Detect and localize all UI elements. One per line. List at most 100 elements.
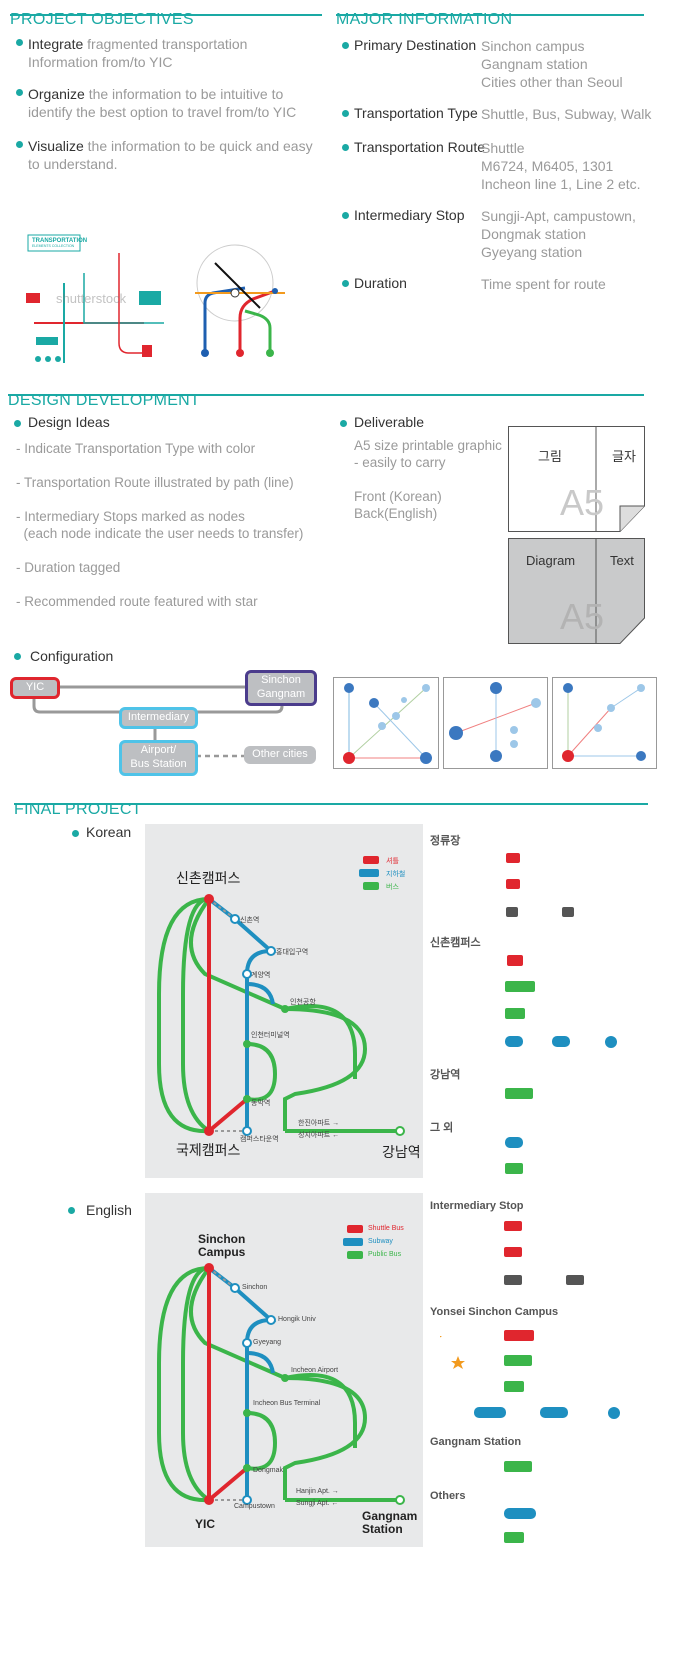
sketch-1 — [333, 677, 439, 769]
section-title-final: FINAL PROJECT — [14, 801, 142, 818]
section-rule — [14, 803, 648, 805]
station-bottom: YIC — [195, 1517, 216, 1531]
design-idea-item: - Indicate Transportation Type with colo… — [16, 441, 256, 456]
configuration-connectors — [32, 685, 284, 758]
route-heading: Yonsei Sinchon Campus — [430, 1306, 559, 1318]
station-label: Sinchon — [242, 1284, 268, 1291]
a5-card-front: 그림 글자 A5 — [508, 426, 645, 532]
card-size: A5 — [560, 482, 605, 523]
section-rule — [8, 394, 644, 396]
design-idea-item: (each node indicate the user needs to tr… — [16, 526, 304, 541]
station-bottom: 국제캠퍼스 — [176, 1142, 241, 1158]
deliverable-line: A5 size printable graphic — [354, 438, 502, 453]
station-label: 인천공항 — [290, 999, 316, 1006]
route-heading: 그 외 — [430, 1122, 454, 1134]
card-label: Diagram — [526, 553, 576, 568]
deliverable-line: Back(English) — [354, 506, 438, 521]
route-heading: Intermediary Stop — [430, 1200, 524, 1212]
final-korean-title: Korean — [86, 824, 132, 840]
objective-item: Organize the information to be intuitive… — [28, 86, 297, 120]
station-label: Incheon Bus Terminal — [253, 1400, 321, 1407]
major-label: Intermediary Stop — [354, 207, 465, 223]
station-label: Campustown — [234, 1503, 275, 1510]
major-value: Time spent for route — [481, 276, 606, 292]
bullet — [72, 830, 79, 837]
section-title-design: DESIGN DEVELOPMENT — [8, 392, 201, 409]
deliverable-title: Deliverable — [354, 414, 425, 430]
reference-image-subway-map — [185, 233, 295, 368]
station-label: 동막역 — [251, 1100, 271, 1107]
design-idea-item: - Intermediary Stops marked as nodes — [16, 509, 245, 524]
station-top: 신촌캠퍼스 — [176, 870, 241, 886]
station-label: 신촌역 — [240, 917, 260, 924]
legend-shuttle: Shuttle Bus — [368, 1225, 404, 1232]
major-value: Shuttle, Bus, Subway, Walk — [481, 106, 652, 122]
bullet — [342, 42, 349, 49]
route-list-korean — [505, 853, 617, 1174]
deliverable-line: Front (Korean) — [354, 489, 442, 504]
design-idea-item: - Transportation Route illustrated by pa… — [16, 475, 294, 490]
sketch-2 — [443, 677, 548, 769]
station-label: 인천터미널역 — [251, 1032, 290, 1039]
station-label: Sungji Apt. ← — [296, 1500, 339, 1507]
objective-item: Visualize the information to be quick an… — [28, 138, 313, 172]
bullet — [342, 212, 349, 219]
bullet — [14, 420, 21, 427]
legend-subway: Subway — [368, 1238, 393, 1245]
final-english-title: English — [86, 1202, 132, 1218]
major-label: Transportation Route — [354, 139, 485, 155]
station-label: Incheon Airport — [291, 1367, 339, 1374]
design-idea-item: - Duration tagged — [16, 560, 121, 575]
bullet — [342, 280, 349, 287]
config-node-sinchon: Sinchon Gangnam — [245, 670, 317, 706]
route-map-korean — [157, 856, 405, 1136]
station-label: 계양역 — [251, 972, 271, 979]
route-map-english — [157, 1225, 405, 1505]
card-label: 글자 — [612, 449, 636, 464]
route-heading: Gangnam Station — [430, 1436, 522, 1448]
card-size: A5 — [560, 596, 605, 637]
station-label: Hanjin Apt. → — [296, 1488, 339, 1495]
bullet — [342, 144, 349, 151]
station-top: Sinchon Campus — [198, 1232, 246, 1259]
section-rule — [10, 14, 322, 16]
station-label: Hongik Univ — [278, 1316, 316, 1323]
card-label: 그림 — [538, 449, 562, 464]
station-right: 강남역 — [382, 1144, 421, 1160]
route-heading: 정류장 — [430, 835, 461, 847]
reference-image-title: TRANSPORTATION — [32, 238, 88, 244]
bullet — [16, 39, 23, 46]
route-list-english — [440, 1221, 620, 1543]
design-ideas-title: Design Ideas — [28, 414, 110, 430]
station-label: 홍대입구역 — [276, 949, 309, 956]
legend-subway: 지하철 — [386, 871, 406, 878]
bullet — [340, 420, 347, 427]
objective-item: Integrate fragmented transportation Info… — [28, 36, 248, 70]
bullet — [16, 89, 23, 96]
design-idea-item: - Recommended route featured with star — [16, 594, 258, 609]
major-label: Duration — [354, 275, 407, 291]
section-rule — [336, 14, 644, 16]
major-label: Primary Destination — [354, 37, 477, 53]
station-label: 성지아파트 ← — [298, 1132, 340, 1139]
station-label: Gyeyang — [253, 1339, 282, 1346]
route-heading: 신촌캠퍼스 — [430, 937, 481, 949]
bullet — [16, 141, 23, 148]
reference-image-subtitle: ELEMENTS COLLECTION — [32, 244, 75, 248]
config-node-intermediary: Intermediary — [119, 707, 198, 729]
station-label: 한진아파트 → — [298, 1120, 340, 1127]
major-label: Transportation Type — [354, 105, 478, 121]
sketch-3 — [552, 677, 657, 769]
legend-shuttle: 셔틀 — [386, 858, 399, 865]
bullet — [14, 653, 21, 660]
station-label: Dongmak — [253, 1467, 283, 1474]
card-label: Text — [610, 553, 634, 568]
deliverable-line: - easily to carry — [354, 455, 446, 470]
legend-bus: 버스 — [386, 884, 399, 891]
config-node-other: Other cities — [244, 746, 316, 764]
config-node-yic: YIC — [10, 677, 60, 699]
station-right: Gangnam Station — [362, 1509, 418, 1536]
